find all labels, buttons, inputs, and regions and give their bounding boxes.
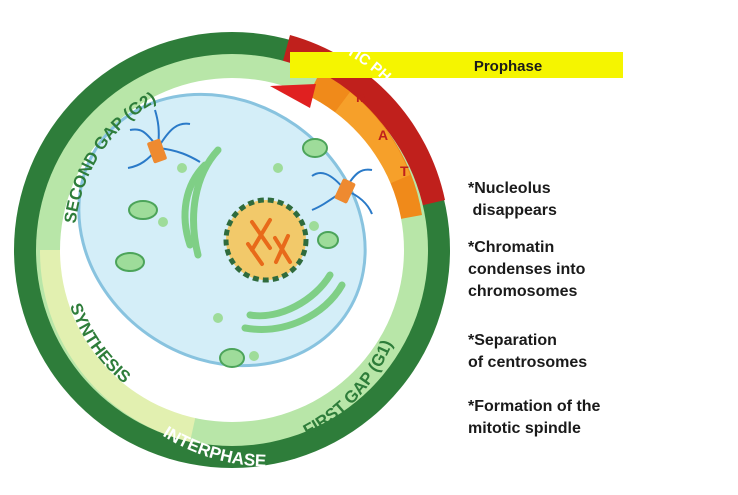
endoplasmic-reticulum bbox=[181, 146, 346, 333]
centrosome-right bbox=[311, 168, 373, 215]
note-line: *Formation of the bbox=[468, 398, 601, 415]
prophase-banner bbox=[290, 52, 623, 78]
note-line: disappears bbox=[468, 202, 557, 219]
note-spindle: *Formation of the mitotic spindle bbox=[468, 396, 600, 440]
a-letter: A bbox=[378, 127, 388, 143]
note-line: *Nucleolus bbox=[468, 180, 551, 197]
mitochondria bbox=[115, 138, 339, 368]
m-letter: M bbox=[356, 89, 368, 105]
note-nucleolus: *Nucleolus disappears bbox=[468, 178, 557, 222]
note-line: mitotic spindle bbox=[468, 420, 581, 437]
note-centrosomes: *Separation of centrosomes bbox=[468, 330, 587, 374]
note-line: chromosomes bbox=[468, 283, 578, 300]
note-chromatin: *Chromatin condenses into chromosomes bbox=[468, 237, 585, 303]
centrosome-left bbox=[127, 109, 201, 169]
note-line: *Chromatin bbox=[468, 239, 555, 256]
cell-body bbox=[77, 92, 367, 368]
vesicles bbox=[158, 163, 319, 361]
prophase-pointer bbox=[270, 84, 316, 108]
note-line: condenses into bbox=[468, 261, 586, 278]
t-letter: T bbox=[400, 163, 409, 179]
prophase-label: Prophase bbox=[474, 58, 542, 75]
note-line: of centrosomes bbox=[468, 354, 588, 371]
note-line: *Separation bbox=[468, 332, 557, 349]
chromosomes bbox=[246, 218, 292, 266]
